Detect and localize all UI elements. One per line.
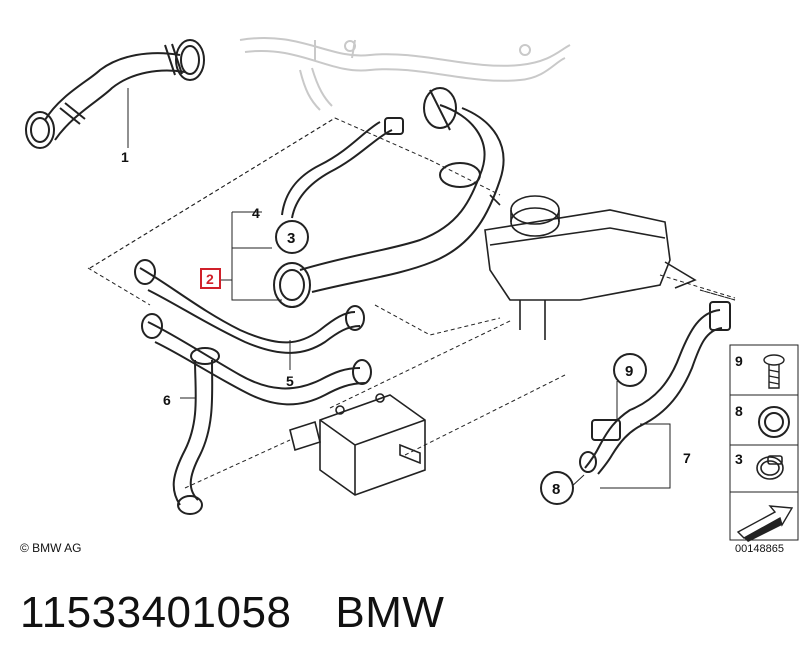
background-pipe — [239, 36, 571, 111]
callout-8: 8 — [552, 481, 560, 498]
sealing-ring-icon — [758, 406, 790, 438]
part-caption: 11533401058 BMW — [20, 588, 444, 638]
callout-1: 1 — [121, 149, 129, 165]
callout-9-circle — [613, 353, 647, 387]
callout-2: 2 — [206, 271, 214, 287]
expansion-tank — [484, 194, 697, 340]
callout-8-circle — [540, 471, 574, 505]
hose-part-6[interactable] — [172, 347, 220, 515]
screw-icon — [763, 354, 785, 389]
hose-part-1[interactable] — [25, 39, 205, 149]
legend-number-3: 3 — [735, 451, 743, 467]
callout-6: 6 — [163, 392, 171, 408]
hose-clamp-icon — [756, 455, 784, 480]
copyright-notice: © BMW AG — [20, 541, 82, 555]
callout-2-highlight — [200, 268, 221, 289]
hose-part-4[interactable] — [281, 117, 404, 219]
hose-part-5[interactable] — [134, 259, 372, 406]
legend-number-8: 8 — [735, 403, 743, 419]
callout-9: 9 — [625, 363, 633, 380]
callout-4: 4 — [252, 205, 260, 221]
callout-3: 3 — [287, 230, 295, 247]
assembly-outline — [87, 117, 736, 489]
oil-cooler — [289, 393, 426, 496]
hose-part-7[interactable] — [579, 301, 731, 475]
part-number: 11533401058 — [20, 588, 292, 637]
legend-panel: 9 8 3 — [729, 344, 799, 542]
brand-name: BMW — [335, 588, 445, 637]
callout-3-circle — [275, 220, 309, 254]
hose-part-2[interactable] — [273, 87, 505, 308]
document-number: 00148865 — [735, 543, 784, 555]
callout-5: 5 — [286, 373, 294, 389]
legend-number-9: 9 — [735, 353, 743, 369]
callout-7: 7 — [683, 450, 691, 466]
arrow-icon — [736, 505, 794, 542]
